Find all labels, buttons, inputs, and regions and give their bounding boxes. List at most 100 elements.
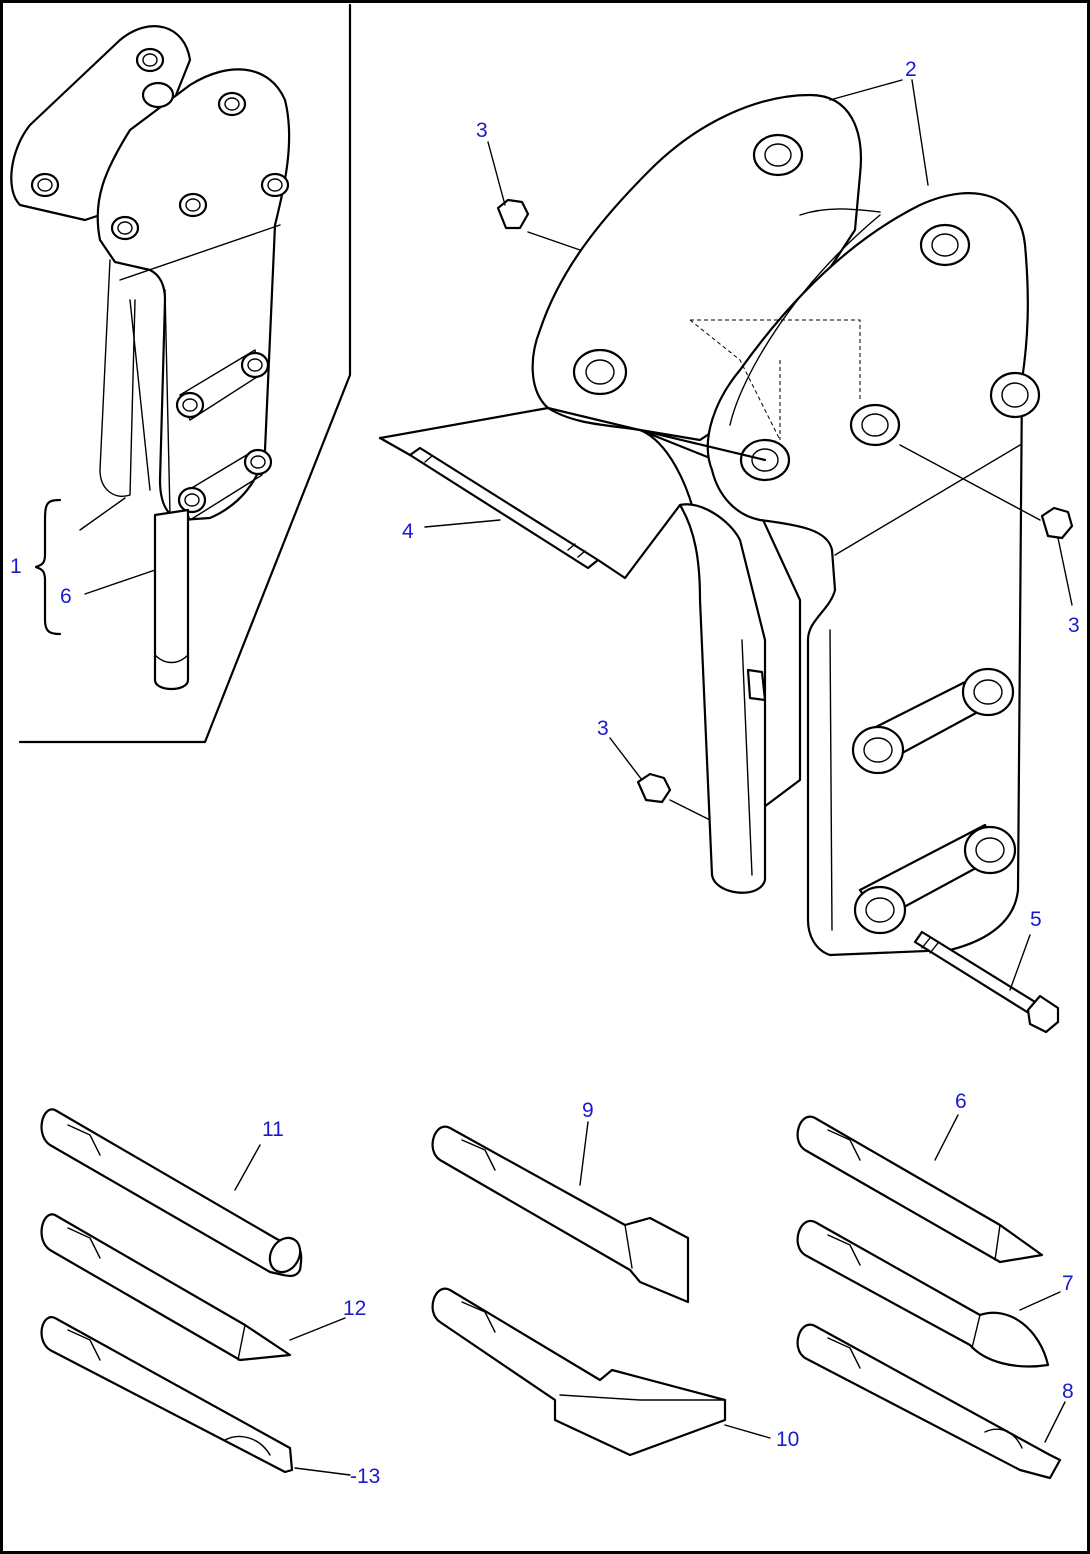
inset-boss-7-hole xyxy=(182,398,198,412)
callout-8: 8 xyxy=(1062,1380,1074,1403)
inset-center-bushing xyxy=(141,81,175,109)
callout-4: 4 xyxy=(402,520,414,543)
inset-back-plate xyxy=(10,25,192,222)
tool-6-body xyxy=(796,1115,1044,1264)
inset-boss-6 xyxy=(260,172,290,198)
tool-8-flat xyxy=(827,1337,861,1369)
nut-top xyxy=(496,198,581,251)
leader-11 xyxy=(234,1144,261,1191)
nut-bottom xyxy=(636,772,711,821)
inset-boss-2-hole xyxy=(142,53,158,67)
tool-9-body xyxy=(431,1125,690,1304)
tool-7-tip-line xyxy=(971,1314,981,1349)
leader-13 xyxy=(294,1467,351,1476)
inset-boss-9-hole xyxy=(184,493,200,507)
inset-boss-4-hole xyxy=(117,221,133,235)
tool-12-tip-line xyxy=(237,1324,246,1361)
leader-nut-bottom xyxy=(669,799,711,821)
callout-3-right: 3 xyxy=(1068,614,1080,637)
inset-boss-10 xyxy=(243,448,273,476)
stud-pin xyxy=(378,406,767,580)
bracket-boss-lower-4 xyxy=(963,825,1017,875)
tool-9-shoulder xyxy=(624,1224,633,1269)
leader-4 xyxy=(424,519,501,528)
inset-assembly xyxy=(10,25,291,691)
inset-boss-7 xyxy=(175,391,205,419)
inset-boss-3-hole xyxy=(224,97,240,111)
inset-chisel-tip-line xyxy=(154,654,189,664)
bracket-boss-right-hole xyxy=(1001,382,1029,408)
inset-boss-1 xyxy=(30,172,60,198)
leader-1-upper xyxy=(79,497,126,531)
bracket-boss-lower-3-hole xyxy=(865,897,895,923)
tool-12-pointed xyxy=(40,1213,292,1362)
tool-7-flat xyxy=(827,1234,861,1266)
inset-boss-5-hole xyxy=(185,198,201,212)
bracket-boss-top-front xyxy=(919,223,971,267)
tool-6-flat xyxy=(827,1129,861,1161)
bracket-weld-line xyxy=(799,208,881,216)
stud-pin-threads xyxy=(424,455,586,558)
tool-10-flat xyxy=(461,1301,496,1333)
leader-3a xyxy=(487,141,506,206)
nut-right-body xyxy=(1040,506,1074,540)
leader-5 xyxy=(1009,934,1031,991)
leader-stud-front xyxy=(596,503,682,580)
leader-12 xyxy=(289,1317,346,1341)
inset-chisel xyxy=(153,508,190,691)
callout-2: 2 xyxy=(905,58,917,81)
hidden-line-2 xyxy=(689,319,781,441)
tool-9-narrow-chisel xyxy=(431,1125,690,1304)
inset-side-rail xyxy=(99,259,136,497)
hidden-line-1 xyxy=(690,319,861,400)
tool-13-bevel xyxy=(224,1435,271,1456)
bolt-head xyxy=(1026,994,1060,1034)
bracket-boss-left-hole xyxy=(585,359,615,385)
bracket-boss-top-back-hole xyxy=(764,143,792,167)
bracket-boss-mid-hole xyxy=(751,448,779,472)
bracket-boss-top-back xyxy=(752,133,804,177)
tool-13-flat-groove xyxy=(67,1329,101,1361)
tool-10-blade-edge xyxy=(559,1394,726,1401)
bolt xyxy=(913,930,1060,1034)
tool-11-blunt xyxy=(40,1108,303,1277)
leader-stud-through xyxy=(546,406,767,462)
leader-stud-end xyxy=(378,436,412,457)
callout-13: -13 xyxy=(350,1465,380,1488)
tool-7-bullet xyxy=(796,1219,1050,1368)
inset-plate-edge xyxy=(164,289,171,516)
callout-9: 9 xyxy=(582,1099,594,1122)
inset-plate-crease xyxy=(119,224,281,281)
inset-frame xyxy=(18,3,352,744)
inset-boss-3 xyxy=(217,91,247,117)
tool-13-flat xyxy=(40,1316,294,1474)
bracket-boss-lower-3 xyxy=(853,885,907,935)
tool-10-wide-chisel xyxy=(431,1287,727,1457)
leader-3c xyxy=(609,737,643,781)
callout-6-inset: 6 xyxy=(60,585,72,608)
leader-6b xyxy=(934,1114,959,1161)
bracket-boss-lower-2 xyxy=(961,667,1015,717)
nut-bottom-body xyxy=(636,772,672,804)
inset-boss-1-hole xyxy=(37,178,53,192)
bracket-boss-lower-2-hole xyxy=(973,679,1003,705)
inset-boss-10-hole xyxy=(250,455,266,469)
inset-side-rail-inner xyxy=(129,299,151,491)
leader-3b xyxy=(1057,537,1073,606)
callout-11: 11 xyxy=(262,1118,284,1141)
bracket-boss-lower-1-hole xyxy=(863,737,893,763)
inset-boss-8-hole xyxy=(247,358,263,372)
bracket-front-edge xyxy=(829,629,833,931)
bolt-threads xyxy=(921,937,939,954)
callout-7: 7 xyxy=(1062,1272,1074,1295)
bracket-brace-1 xyxy=(34,498,62,636)
bracket-boss-center-hole xyxy=(861,413,889,437)
inset-boss-2 xyxy=(135,47,165,73)
leader-9 xyxy=(579,1121,589,1186)
callout-6-tools: 6 xyxy=(955,1090,967,1113)
callout-3-top: 3 xyxy=(476,119,488,142)
tool-9-flat xyxy=(461,1139,496,1171)
bracket-leg-slot xyxy=(746,668,767,702)
